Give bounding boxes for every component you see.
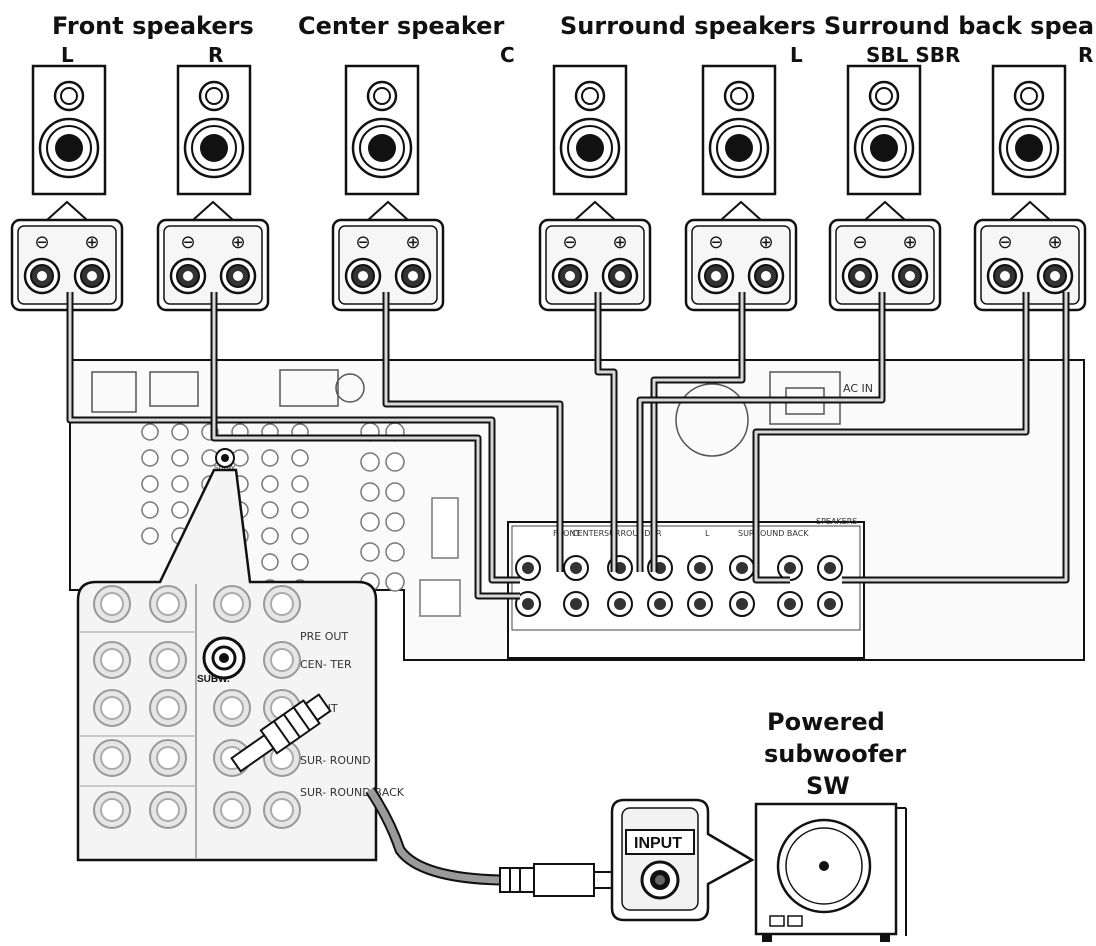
zoom-jack-grid <box>80 584 301 858</box>
zoom-surround-back-label: SUR- ROUND BACK <box>300 786 405 799</box>
panel-center-label: CENTER <box>572 529 605 538</box>
plus-symbol: ⊕ <box>758 232 773 253</box>
minus-symbol: ⊖ <box>34 232 49 253</box>
powered-subwoofer: Powered subwoofer SW INPUT <box>610 708 907 942</box>
front-l-label: L <box>61 43 74 67</box>
speaker-wires <box>66 292 1070 600</box>
panel-speakers-label: SPEAKERS <box>816 517 857 526</box>
rca-plug-subwoofer-end <box>499 863 623 897</box>
speaker-row <box>31 64 1067 196</box>
surround-back-r-label: R <box>1078 43 1093 67</box>
minus-symbol: ⊖ <box>852 232 867 253</box>
terminal-block-6: ⊖⊕ <box>828 200 942 312</box>
panel-surround-l-label: L <box>705 529 710 538</box>
plus-symbol: ⊕ <box>1047 232 1062 253</box>
speaker-front-l <box>31 64 107 196</box>
minus-symbol: ⊖ <box>355 232 370 253</box>
speaker-front-r <box>176 64 252 196</box>
terminal-block-1: ⊖⊕ <box>10 200 124 312</box>
subwoofer-line1: Powered <box>767 708 885 736</box>
surround-speakers-heading: Surround speakers <box>560 12 816 40</box>
plus-symbol: ⊕ <box>405 232 420 253</box>
zoom-pre-out-label: PRE OUT <box>300 630 348 643</box>
plus-symbol: ⊕ <box>84 232 99 253</box>
terminal-block-2: ⊖⊕ <box>156 200 270 312</box>
panel-surround-back-label: SURROUND BACK <box>738 529 809 538</box>
panel-front-label: FRONT <box>553 529 580 538</box>
speaker-surround-r <box>701 64 777 196</box>
zoom-center-label: CEN- TER <box>300 658 352 671</box>
zoom-subw-label: SUBW. <box>197 674 230 685</box>
speaker-center <box>344 64 420 196</box>
ac-in-label: AC IN <box>843 382 873 395</box>
center-speaker-heading: Center speaker <box>298 12 504 40</box>
front-r-label: R <box>208 43 223 67</box>
receiver-subw-small-label: SUBW <box>214 464 235 472</box>
subwoofer-input-label: INPUT <box>634 835 682 852</box>
minus-symbol: ⊖ <box>708 232 723 253</box>
plus-symbol: ⊕ <box>902 232 917 253</box>
rca-plug-receiver-end <box>230 693 332 773</box>
panel-surround-label: SURROUND <box>604 529 650 538</box>
plus-symbol: ⊕ <box>612 232 627 253</box>
terminal-block-3: ⊖⊕ <box>331 200 445 312</box>
speaker-terminal-panel <box>507 521 865 659</box>
terminal-row: ⊖⊕⊖⊕⊖⊕⊖⊕⊖⊕⊖⊕⊖⊕ <box>10 200 1087 312</box>
center-c-label: C <box>500 43 515 67</box>
speaker-surround-l <box>552 64 628 196</box>
surround-l-label: L <box>790 43 803 67</box>
subwoofer-line2: subwoofer <box>764 740 906 768</box>
subwoofer-sw-label: SW <box>806 772 850 800</box>
panel-binding-posts <box>515 555 843 617</box>
front-speakers-heading: Front speakers <box>52 12 254 40</box>
panel-surround-r-label: R <box>656 529 662 538</box>
plus-symbol: ⊕ <box>230 232 245 253</box>
voltage-selector <box>675 383 749 457</box>
zoom-callout: SUBW. PRE OUT CEN- TER FRONT SUR- ROUND … <box>76 468 405 862</box>
zoom-surround-label: SUR- ROUND <box>300 754 371 767</box>
minus-symbol: ⊖ <box>562 232 577 253</box>
minus-symbol: ⊖ <box>997 232 1012 253</box>
surround-back-sbl-label: SBL SBR <box>866 43 960 67</box>
terminal-block-4: ⊖⊕ <box>538 200 652 312</box>
terminal-block-7: ⊖⊕ <box>973 200 1087 312</box>
surround-back-speakers-heading: Surround back speakers <box>824 12 1096 40</box>
minus-symbol: ⊖ <box>180 232 195 253</box>
speaker-surround-back-l <box>846 64 922 196</box>
speaker-surround-back-r <box>991 64 1067 196</box>
